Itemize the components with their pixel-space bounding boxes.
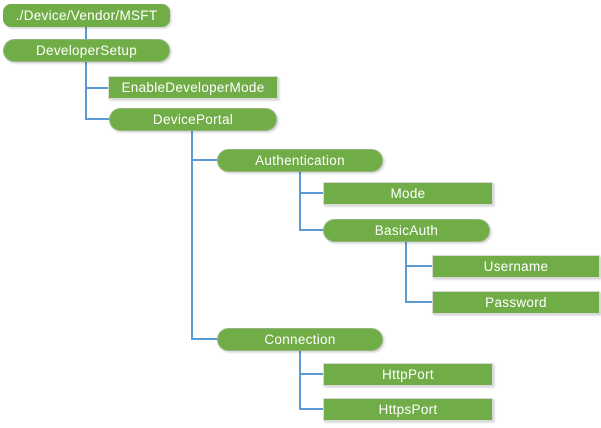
connector-line xyxy=(299,373,323,375)
tree-node-httpsport: HttpsPort xyxy=(323,398,493,421)
connector-line xyxy=(85,118,112,120)
tree-node-httpport: HttpPort xyxy=(323,363,493,386)
connector-line xyxy=(405,265,432,267)
connector-line xyxy=(299,229,325,231)
connector-line xyxy=(191,130,193,340)
connector-line xyxy=(299,408,323,410)
tree-node-mode: Mode xyxy=(323,182,493,205)
tree-node-connection: Connection xyxy=(217,328,383,351)
tree-node-device-vendor-msft: ./Device/Vendor/MSFT xyxy=(3,4,170,27)
connector-line xyxy=(85,27,87,39)
connector-line xyxy=(85,62,87,120)
tree-node-enabledevelopermode: EnableDeveloperMode xyxy=(108,76,278,99)
tree-node-password: Password xyxy=(432,291,600,314)
connector-line xyxy=(191,338,219,340)
connector-line xyxy=(299,192,323,194)
tree-node-deviceportal: DevicePortal xyxy=(109,108,277,131)
connector-line xyxy=(405,241,407,303)
connector-line xyxy=(85,87,108,89)
tree-node-authentication: Authentication xyxy=(217,149,383,172)
tree-node-username: Username xyxy=(432,255,600,278)
tree-node-developersetup: DeveloperSetup xyxy=(3,39,170,62)
connector-line xyxy=(405,301,432,303)
connector-line xyxy=(191,159,219,161)
connector-line xyxy=(299,171,301,231)
tree-node-basicauth: BasicAuth xyxy=(323,219,490,242)
connector-line xyxy=(299,350,301,410)
